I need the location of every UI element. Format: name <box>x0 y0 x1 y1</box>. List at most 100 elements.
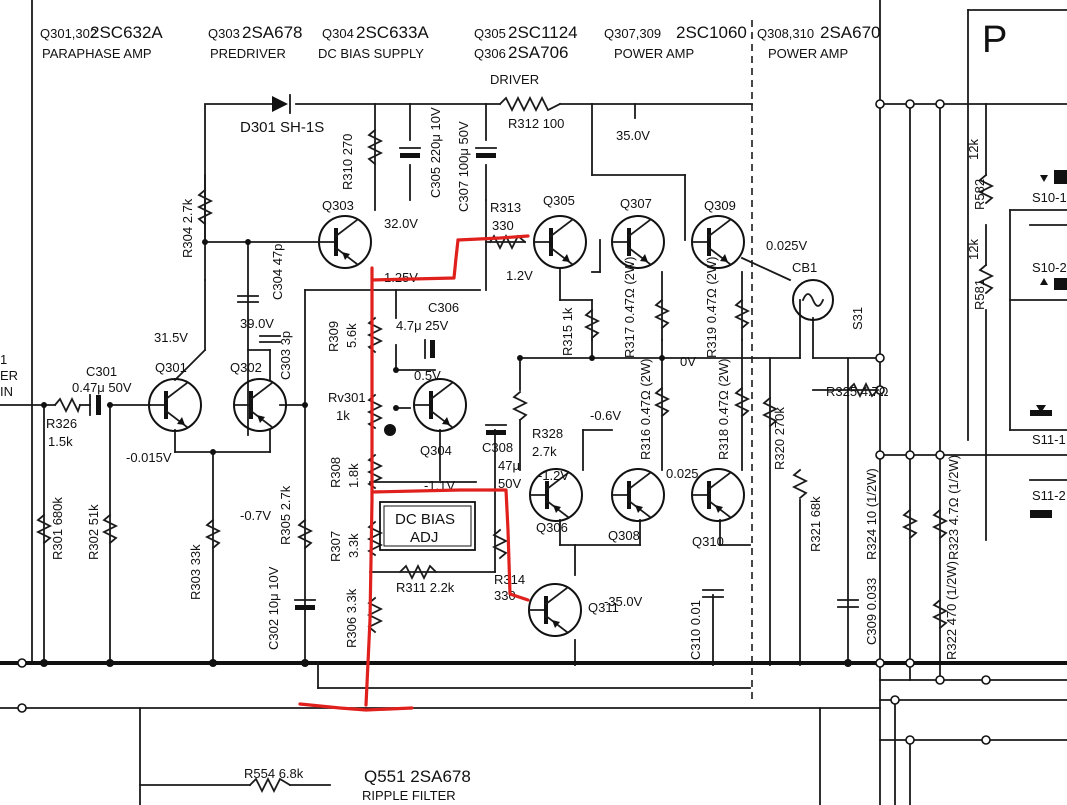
label-r325: R325 4.7Ω <box>826 384 889 399</box>
transistor-q308 <box>611 468 665 522</box>
label-c306-value: 4.7μ 25V <box>396 318 449 333</box>
switch-symbols <box>1029 170 1067 518</box>
label-r308: R308 <box>328 457 343 488</box>
label-c304: C304 47p <box>270 244 285 300</box>
label-r581: R581 <box>972 279 987 310</box>
resistor-r323 <box>931 508 949 540</box>
label-c301: C301 <box>86 364 117 379</box>
transistor-q306 <box>529 468 583 522</box>
capacitor-c303 <box>259 335 281 343</box>
q306-header-part: 2SA706 <box>508 43 569 62</box>
label-r305: R305 2.7k <box>278 485 293 545</box>
frame-lines <box>31 0 1067 805</box>
label-r313-value: 330 <box>492 218 514 233</box>
voltage-32v: 32.0V <box>384 216 418 231</box>
label-ripple-filter: RIPPLE FILTER <box>362 788 456 803</box>
resistor-r312 <box>498 95 562 113</box>
label-r326: R326 <box>46 416 77 431</box>
label-q309: Q309 <box>704 198 736 213</box>
label-c310: C310 0.01 <box>688 600 703 660</box>
driver-role-label: DRIVER <box>490 72 539 87</box>
label-r326-value: 1.5k <box>48 434 73 449</box>
resistor-r301 <box>35 513 53 545</box>
label-r318: R318 0.47Ω (2W) <box>716 359 731 460</box>
label-r304: R304 2.7k <box>180 198 195 258</box>
resistor-r582 <box>977 173 995 205</box>
label-c305: C305 220μ 10V <box>428 107 443 198</box>
resistor-r310 <box>366 128 384 166</box>
capacitor-c308 <box>485 424 507 435</box>
capacitor-c302 <box>294 599 316 610</box>
resistor-r325 <box>846 381 880 399</box>
label-s11-2: S11-2 <box>1032 488 1066 503</box>
label-c307: C307 100μ 50V <box>456 121 471 212</box>
voltage-minus-0-015v: -0.015V <box>126 450 172 465</box>
resistor-r308 <box>366 453 384 490</box>
label-c309: C309 0.033 <box>864 578 879 645</box>
transistor-q310 <box>691 468 745 522</box>
voltage-1-25v: 1.25V <box>384 270 418 285</box>
section-p-label: P <box>982 19 1007 61</box>
voltage-0-025v-top: 0.025V <box>766 238 808 253</box>
resistor-r303 <box>204 518 222 550</box>
resistor-rv301 <box>366 393 384 430</box>
q301-header-id: Q301,302 <box>40 26 97 41</box>
resistor-r317 <box>653 298 671 330</box>
q308-header-id: Q308,310 <box>757 26 814 41</box>
voltage-1-2v: 1.2V <box>506 268 533 283</box>
voltage-0-025-bottom: 0.025 <box>666 466 699 481</box>
label-c306: C306 <box>428 300 459 315</box>
capacitor-c306 <box>424 339 435 359</box>
label-r303: R303 33k <box>188 544 203 600</box>
label-r582-value: 12k <box>966 139 981 160</box>
q301-header-part: 2SC632A <box>90 23 163 42</box>
resistor-r324 <box>901 508 919 540</box>
resistor-r318 <box>733 386 751 418</box>
q305-header-id: Q305 <box>474 26 506 41</box>
resistor-r321 <box>791 468 809 500</box>
label-r328: R328 <box>532 426 563 441</box>
label-r321: R321 68k <box>808 496 823 552</box>
transistor-q304 <box>413 378 467 432</box>
label-q307: Q307 <box>620 196 652 211</box>
label-q306: Q306 <box>536 520 568 535</box>
label-r306: R306 3.3k <box>344 588 359 648</box>
capacitors <box>89 147 859 610</box>
capacitor-c301 <box>89 394 101 416</box>
label-er: ER <box>0 368 18 383</box>
label-r315: R315 1k <box>560 307 575 356</box>
q303-header-part: 2SA678 <box>242 23 303 42</box>
label-q551: Q551 2SA678 <box>364 767 471 786</box>
label-c301-value: 0.47μ 50V <box>72 380 132 395</box>
q303-header-role: PREDRIVER <box>210 46 286 61</box>
voltage-0-5v: 0.5V <box>414 368 441 383</box>
label-r320: R320 270k <box>772 407 787 470</box>
resistor-r320 <box>761 396 779 428</box>
resistor-r322 <box>931 598 949 630</box>
q301-header-role: PARAPHASE AMP <box>42 46 152 61</box>
q306-header-id: Q306 <box>474 46 506 61</box>
label-r319: R319 0.47Ω (2W) <box>704 257 719 358</box>
transistor-q303 <box>318 215 372 269</box>
label-s31: S31 <box>850 307 865 330</box>
label-r310: R310 270 <box>340 134 355 190</box>
label-d301: D301 SH-1S <box>240 119 324 136</box>
resistor-r309 <box>366 316 384 354</box>
label-r316: R316 0.47Ω (2W) <box>638 359 653 460</box>
label-q305: Q305 <box>543 193 575 208</box>
dc-bias-adj-line1: DC BIAS <box>395 511 455 528</box>
capacitor-c309 <box>837 599 859 608</box>
transistor-q307 <box>611 215 665 269</box>
transistor-labels: Q303 Q305 Q307 Q309 Q301 Q302 Q304 Q306 … <box>155 193 736 615</box>
label-c303: C303 3p <box>278 331 293 380</box>
q308-header-role: POWER AMP <box>768 46 848 61</box>
label-r317: R317 0.47Ω (2W) <box>622 257 637 358</box>
q305-header-part: 2SC1124 <box>508 23 578 42</box>
capacitor-c305 <box>399 147 421 158</box>
label-r322: R322 470 (1/2W) <box>944 561 959 660</box>
rv301-adjust-marker <box>384 424 396 436</box>
label-c308: C308 <box>482 440 513 455</box>
capacitor-c310 <box>702 589 724 598</box>
q303-header-id: Q303 <box>208 26 240 41</box>
